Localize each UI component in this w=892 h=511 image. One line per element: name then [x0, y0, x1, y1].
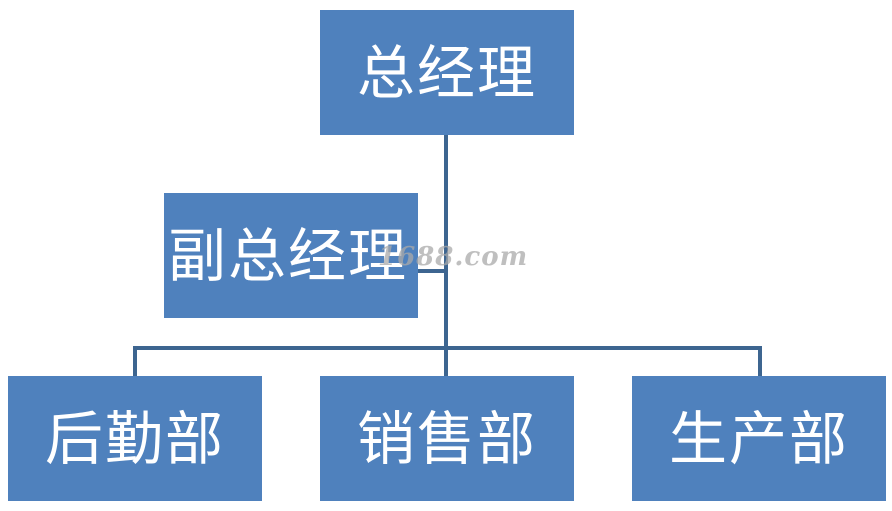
node-logistics-dept-label: 后勤部: [44, 404, 225, 473]
node-sales-dept: 销售部: [320, 376, 574, 501]
node-general-manager-label: 总经理: [356, 38, 537, 107]
watermark-text: 1688.com: [378, 242, 529, 272]
node-sales-dept-label: 销售部: [356, 404, 537, 473]
node-general-manager: 总经理: [320, 10, 574, 135]
node-production-dept: 生产部: [632, 376, 886, 501]
node-deputy-general-manager: 副总经理: [164, 193, 418, 318]
node-production-dept-label: 生产部: [668, 404, 849, 473]
node-logistics-dept: 后勤部: [8, 376, 262, 501]
node-deputy-general-manager-label: 副总经理: [168, 221, 409, 290]
